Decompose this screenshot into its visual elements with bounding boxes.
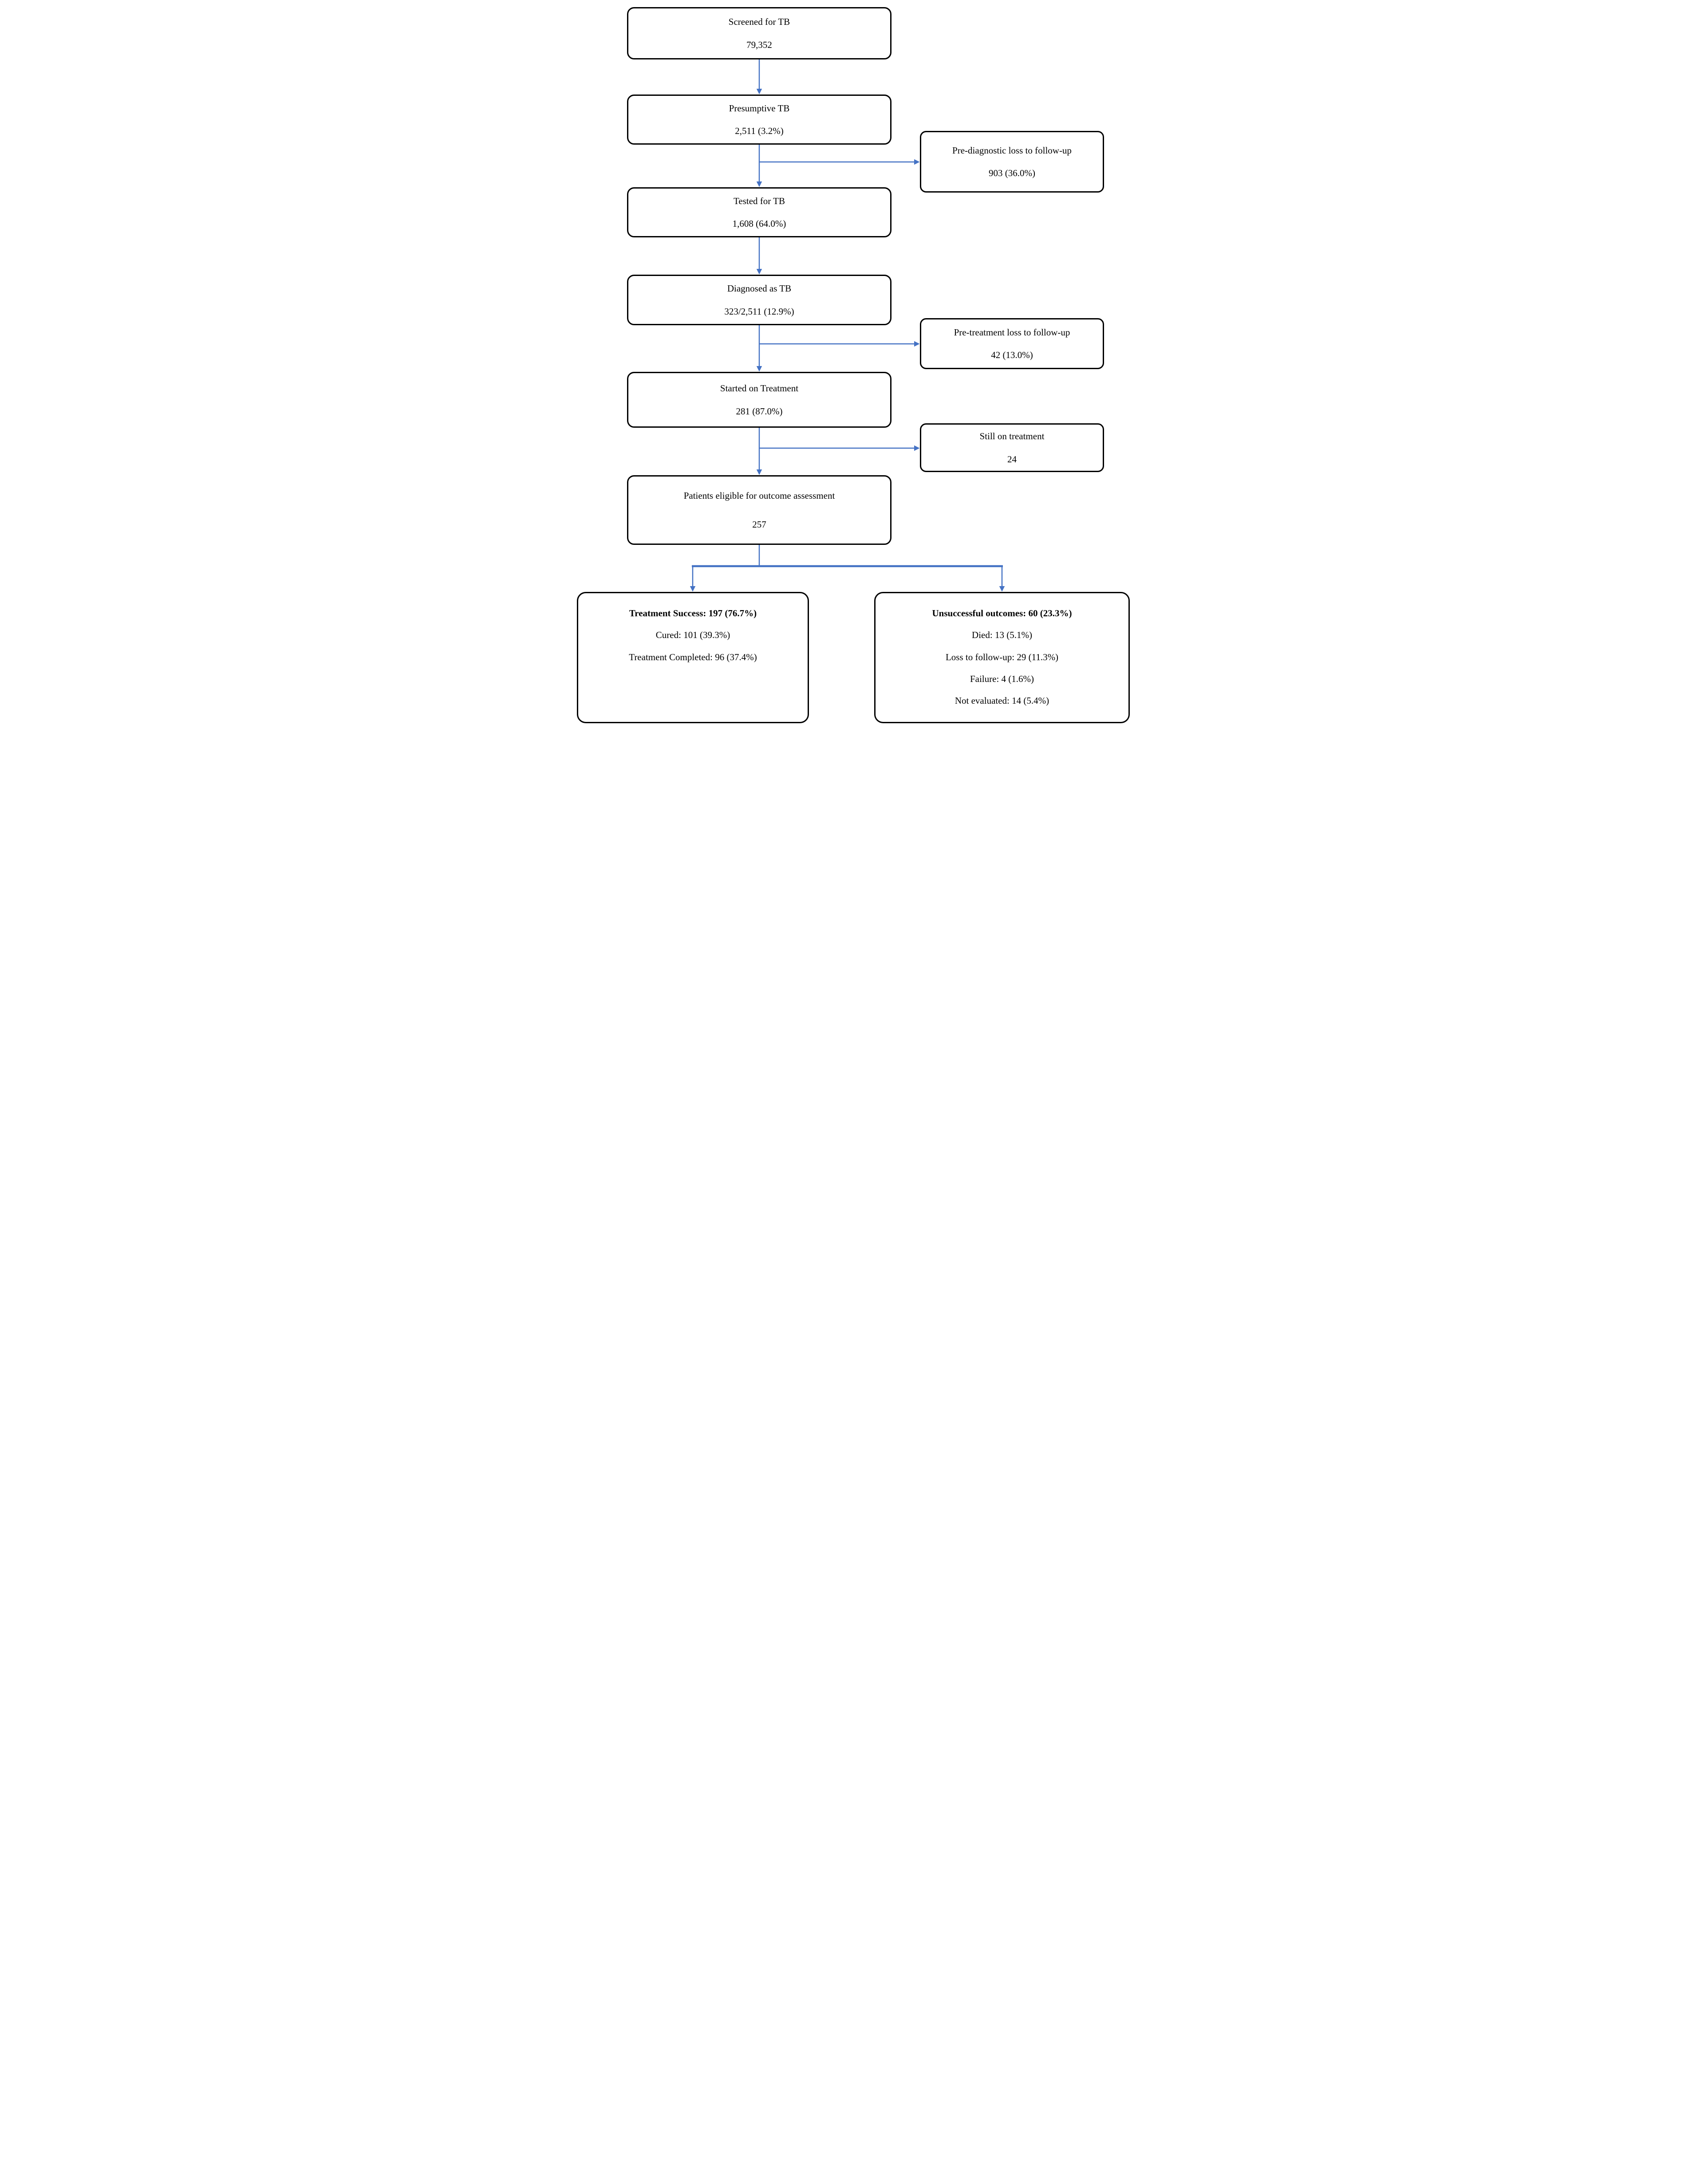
box-value: 24 xyxy=(1007,453,1017,465)
outcome-line: Loss to follow-up: 29 (11.3%) xyxy=(945,651,1059,662)
box-value: 323/2,511 (12.9%) xyxy=(724,306,794,317)
flow-box-pretreatment-ltfu: Pre-treatment loss to follow-up 42 (13.0… xyxy=(920,318,1104,369)
outcome-line: Not evaluated: 14 (5.4%) xyxy=(955,695,1049,706)
box-label: Tested for TB xyxy=(734,195,785,206)
flow-box-presumptive: Presumptive TB 2,511 (3.2%) xyxy=(627,95,891,145)
box-value: 281 (87.0%) xyxy=(736,406,783,417)
box-value: 79,352 xyxy=(746,39,772,50)
box-value: 2,511 (3.2%) xyxy=(735,126,784,136)
box-label: Screened for TB xyxy=(728,16,790,28)
flow-box-prediagnostic-ltfu: Pre-diagnostic loss to follow-up 903 (36… xyxy=(920,131,1104,193)
box-label: Patients eligible for outcome assessment xyxy=(683,490,835,501)
flow-box-treatment-success: Treatment Success: 197 (76.7%) Cured: 10… xyxy=(577,592,809,723)
box-label: Diagnosed as TB xyxy=(727,283,792,294)
box-label: Still on treatment xyxy=(979,431,1045,442)
outcome-line: Died: 13 (5.1%) xyxy=(972,630,1032,641)
flow-box-tested: Tested for TB 1,608 (64.0%) xyxy=(627,187,891,237)
flow-box-diagnosed: Diagnosed as TB 323/2,511 (12.9%) xyxy=(627,275,891,325)
flow-box-started: Started on Treatment 281 (87.0%) xyxy=(627,372,891,428)
flow-box-screened: Screened for TB 79,352 xyxy=(627,7,891,59)
flow-box-unsuccessful-outcomes: Unsuccessful outcomes: 60 (23.3%) Died: … xyxy=(874,592,1130,723)
box-value: 1,608 (64.0%) xyxy=(732,218,786,229)
outcome-line: Cured: 101 (39.3%) xyxy=(655,630,730,641)
box-value: 42 (13.0%) xyxy=(991,350,1033,360)
box-label: Pre-treatment loss to follow-up xyxy=(954,327,1070,338)
box-label: Presumptive TB xyxy=(729,102,790,114)
outcome-header: Unsuccessful outcomes: 60 (23.3%) xyxy=(932,608,1072,619)
outcome-line: Failure: 4 (1.6%) xyxy=(970,673,1034,684)
box-label: Pre-diagnostic loss to follow-up xyxy=(952,145,1072,156)
flowchart-canvas: Screened for TB 79,352 Presumptive TB 2,… xyxy=(569,0,1139,726)
outcome-line: Treatment Completed: 96 (37.4%) xyxy=(629,651,757,662)
flow-box-still-on-treatment: Still on treatment 24 xyxy=(920,423,1104,472)
flow-box-eligible: Patients eligible for outcome assessment… xyxy=(627,475,891,545)
outcome-header: Treatment Success: 197 (76.7%) xyxy=(629,608,757,619)
box-value: 903 (36.0%) xyxy=(989,168,1035,178)
box-value: 257 xyxy=(752,519,766,530)
box-label: Started on Treatment xyxy=(720,383,799,394)
